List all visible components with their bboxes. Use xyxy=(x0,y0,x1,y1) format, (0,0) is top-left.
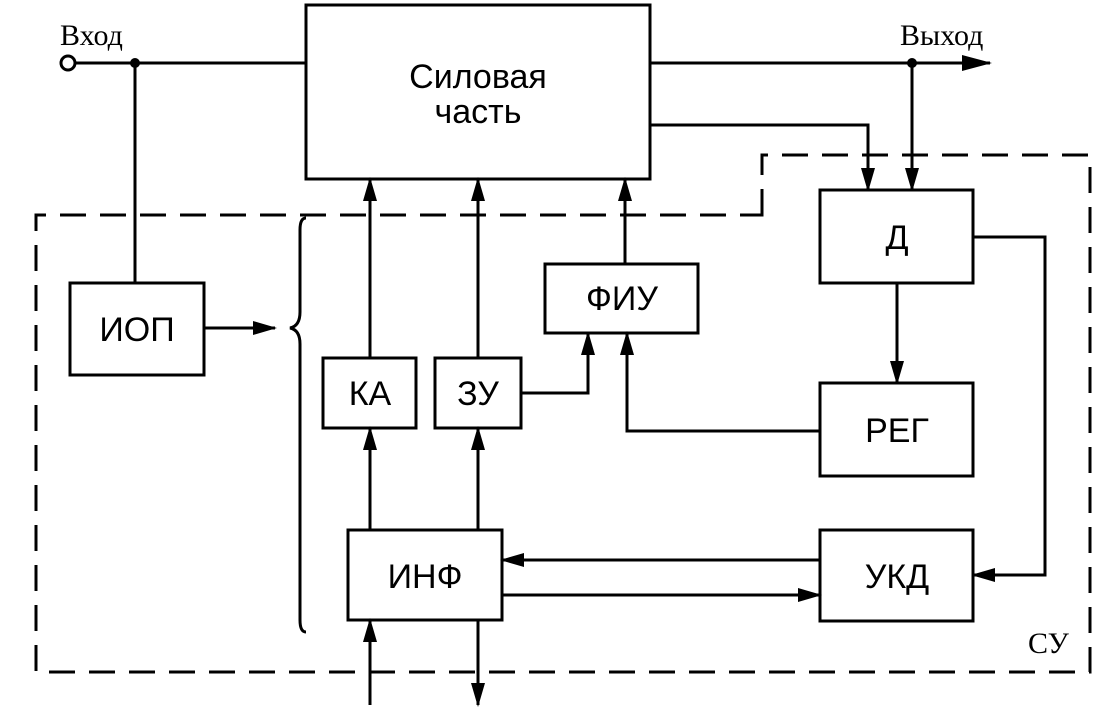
ka-label: КА xyxy=(349,375,392,413)
iop-block xyxy=(68,281,206,377)
iop-label: ИОП xyxy=(99,311,174,349)
zu-to-fiu-arrow xyxy=(521,331,595,395)
inf-label: ИНФ xyxy=(388,558,463,596)
zu-block xyxy=(433,356,523,430)
power-part-label-line2: часть xyxy=(435,93,522,131)
input-terminal xyxy=(59,54,77,72)
reg-block xyxy=(818,381,975,478)
input-label: Вход xyxy=(60,19,123,52)
su-boundary xyxy=(34,153,1092,674)
d-to-ukd-arrow xyxy=(971,235,1047,582)
su-label: СУ xyxy=(1028,627,1070,660)
d-block xyxy=(818,188,975,285)
power-part-label-line1: Силовая xyxy=(409,58,547,96)
reg-to-fiu-arrow xyxy=(620,331,820,433)
fiu-label: ФИУ xyxy=(586,280,658,318)
zu-label: ЗУ xyxy=(457,375,499,413)
ukd-block xyxy=(818,528,975,623)
d-label: Д xyxy=(885,219,908,257)
inf-block xyxy=(346,528,504,622)
brace xyxy=(289,216,307,634)
ukd-label: УКД xyxy=(865,558,929,596)
power-part-block xyxy=(304,3,652,181)
power-to-d-line xyxy=(650,123,875,192)
fiu-block xyxy=(543,262,700,335)
reg-label: РЕГ xyxy=(865,412,929,450)
output-label: Выход xyxy=(900,19,983,52)
